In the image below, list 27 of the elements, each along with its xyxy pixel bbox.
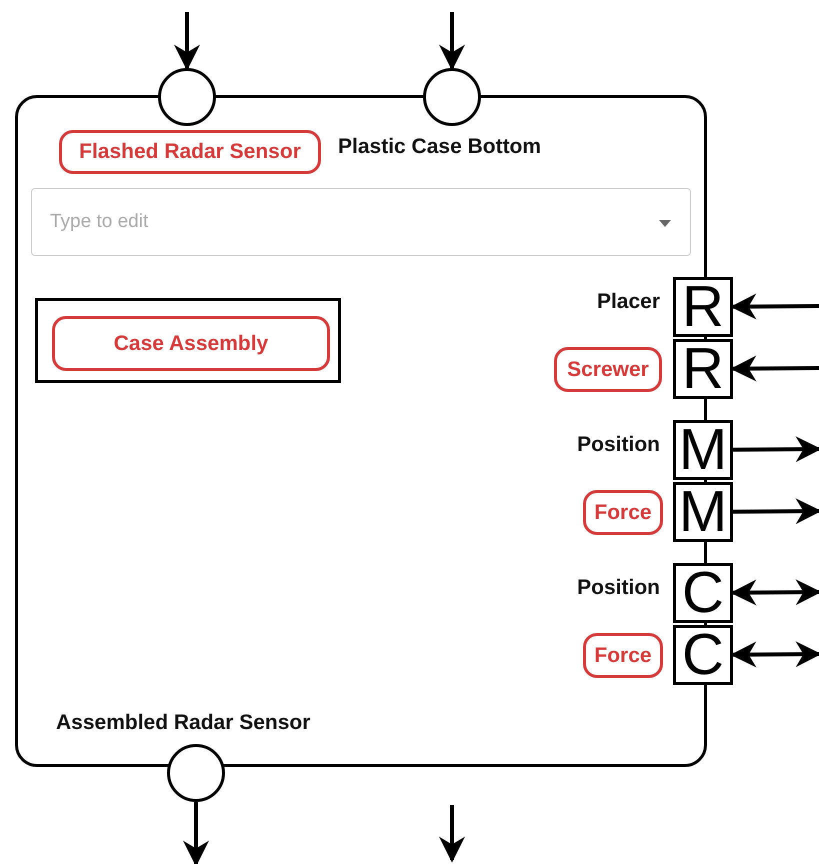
arrow <box>730 294 819 320</box>
port-label: Placer <box>596 290 660 314</box>
arrow <box>732 436 819 462</box>
arrow <box>174 12 200 71</box>
port-box: C <box>673 563 733 623</box>
arrow <box>732 498 819 524</box>
port-label: Position <box>577 576 660 600</box>
dropdown-field: Type to edit <box>31 188 691 256</box>
arrow <box>183 802 209 864</box>
selection-box <box>35 298 341 383</box>
port-label: Assembled Radar Sensor <box>56 711 310 735</box>
port-label: Plastic Case Bottom <box>338 135 542 159</box>
arrow <box>730 641 819 668</box>
arrow <box>730 579 819 606</box>
tag: Force <box>583 490 663 535</box>
port-box: M <box>673 420 733 480</box>
port-box: C <box>673 625 733 685</box>
tag: Case Assembly <box>52 316 330 371</box>
tag: Screwer <box>554 347 662 392</box>
tag: Flashed Radar Sensor <box>59 130 321 174</box>
port-box: R <box>673 277 733 337</box>
arrow <box>730 356 819 382</box>
port-label: Position <box>577 433 660 457</box>
arrow <box>439 12 465 71</box>
port-box: M <box>673 482 733 542</box>
port-box: R <box>673 339 733 399</box>
tag: Force <box>583 633 663 678</box>
